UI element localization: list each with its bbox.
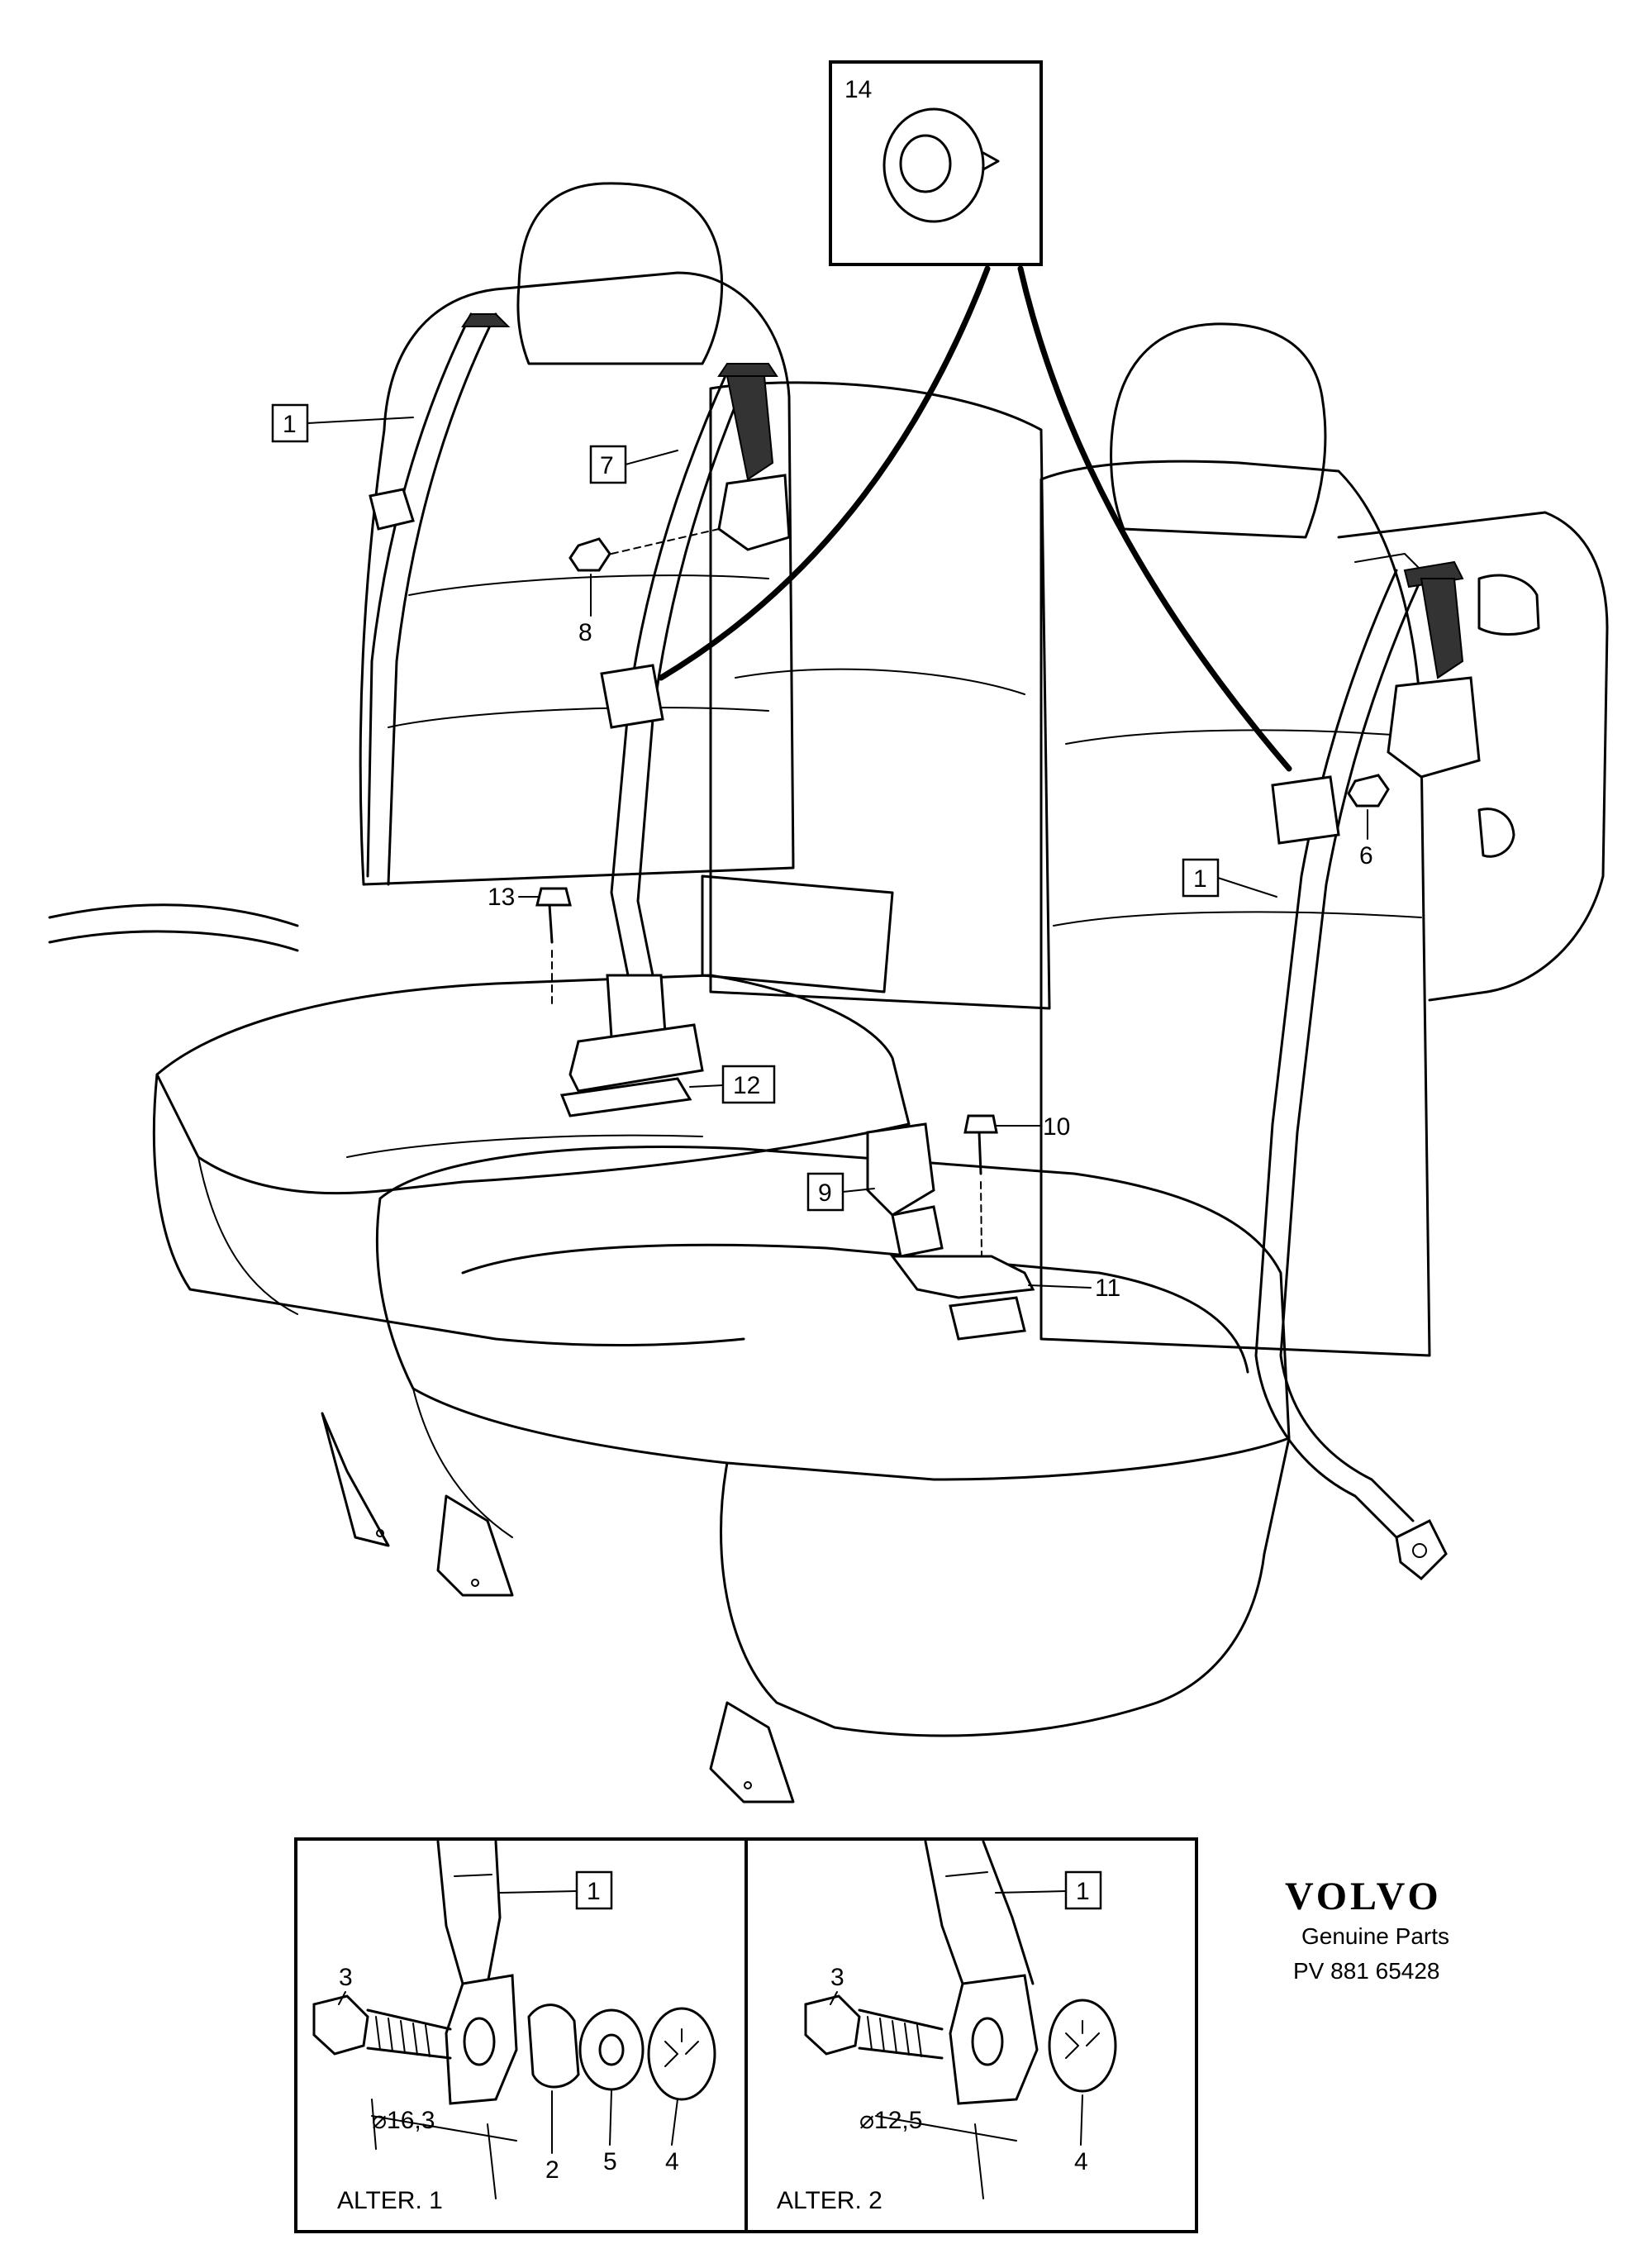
part-code: PV 881 65428 bbox=[1293, 1958, 1440, 1984]
callout-5: 5 bbox=[603, 2148, 617, 2175]
small-parts bbox=[369, 265, 1390, 1341]
callout-4b: 4 bbox=[1074, 2148, 1088, 2175]
volvo-brand-block: VOLVO Genuine Parts PV 881 65428 bbox=[1285, 1875, 1449, 1984]
callout-3b: 3 bbox=[830, 1964, 844, 1991]
callout-4a: 4 bbox=[665, 2148, 679, 2175]
brand-logo: VOLVO bbox=[1285, 1875, 1442, 1918]
rear-seat-illustration bbox=[48, 182, 1609, 1803]
callout-1a: 1 bbox=[283, 411, 297, 438]
callout-6: 6 bbox=[1359, 842, 1373, 870]
seat-belts bbox=[366, 312, 1481, 1581]
callout-8: 8 bbox=[578, 619, 592, 646]
alter-2-label: ALTER. 2 bbox=[777, 2187, 882, 2214]
alter-1-diameter: ⌀16,3 bbox=[372, 2107, 435, 2134]
callout-1d: 1 bbox=[1076, 1878, 1090, 1905]
alter-2-diameter: ⌀12,5 bbox=[859, 2107, 922, 2134]
callout-12: 12 bbox=[733, 1072, 760, 1099]
callout-1b: 1 bbox=[1193, 865, 1207, 893]
alter-1-label: ALTER. 1 bbox=[337, 2187, 443, 2214]
callout-11: 11 bbox=[1095, 1275, 1120, 1302]
callout-3a: 3 bbox=[339, 1964, 353, 1991]
alter-2-inset: ALTER. 2 ⌀12,5 3 1 4 bbox=[745, 1837, 1198, 2233]
callout-1c: 1 bbox=[587, 1878, 601, 1905]
callout-2: 2 bbox=[545, 2156, 559, 2184]
callout-7: 7 bbox=[600, 452, 614, 479]
callout-9: 9 bbox=[818, 1179, 832, 1207]
brand-tagline: Genuine Parts bbox=[1301, 1923, 1449, 1949]
alter-1-inset: ALTER. 1 ⌀16,3 3 1 2 5 4 bbox=[294, 1837, 748, 2233]
callout-13: 13 bbox=[488, 884, 515, 911]
part-14-inset bbox=[829, 60, 1043, 266]
callout-10: 10 bbox=[1043, 1113, 1070, 1141]
callout-14: 14 bbox=[844, 76, 872, 103]
callouts: 1 7 8 13 12 10 9 11 6 1 14 bbox=[271, 76, 1373, 1302]
